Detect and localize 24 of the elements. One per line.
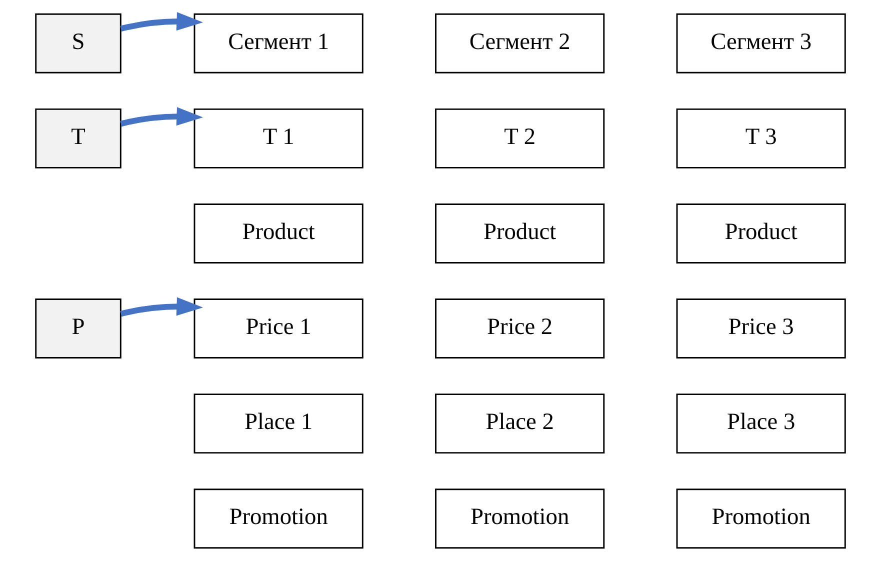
node-box: Product	[676, 204, 846, 264]
node-box: P	[34, 298, 121, 358]
node-box: T	[34, 108, 121, 168]
node-box: T 1	[193, 108, 363, 168]
node-box: Place 3	[676, 394, 846, 454]
node-box: T 2	[434, 108, 604, 168]
node-box: Promotion	[676, 488, 846, 549]
node-box: Promotion	[193, 488, 363, 549]
node-box: Сегмент 1	[193, 13, 363, 74]
node-box: Price 2	[434, 298, 604, 358]
node-box: T 3	[676, 108, 846, 168]
node-box: Product	[193, 204, 363, 264]
node-box: Сегмент 3	[676, 13, 846, 74]
node-box: Product	[434, 204, 604, 264]
arrow	[120, 297, 203, 317]
node-box: Price 3	[676, 298, 846, 358]
node-box: S	[34, 13, 121, 74]
arrow	[120, 107, 203, 127]
node-box: Сегмент 2	[434, 13, 604, 74]
arrow	[120, 12, 203, 32]
node-box: Place 2	[434, 394, 604, 454]
node-box: Place 1	[193, 394, 363, 454]
node-box: Promotion	[434, 488, 604, 549]
node-box: Price 1	[193, 298, 363, 358]
